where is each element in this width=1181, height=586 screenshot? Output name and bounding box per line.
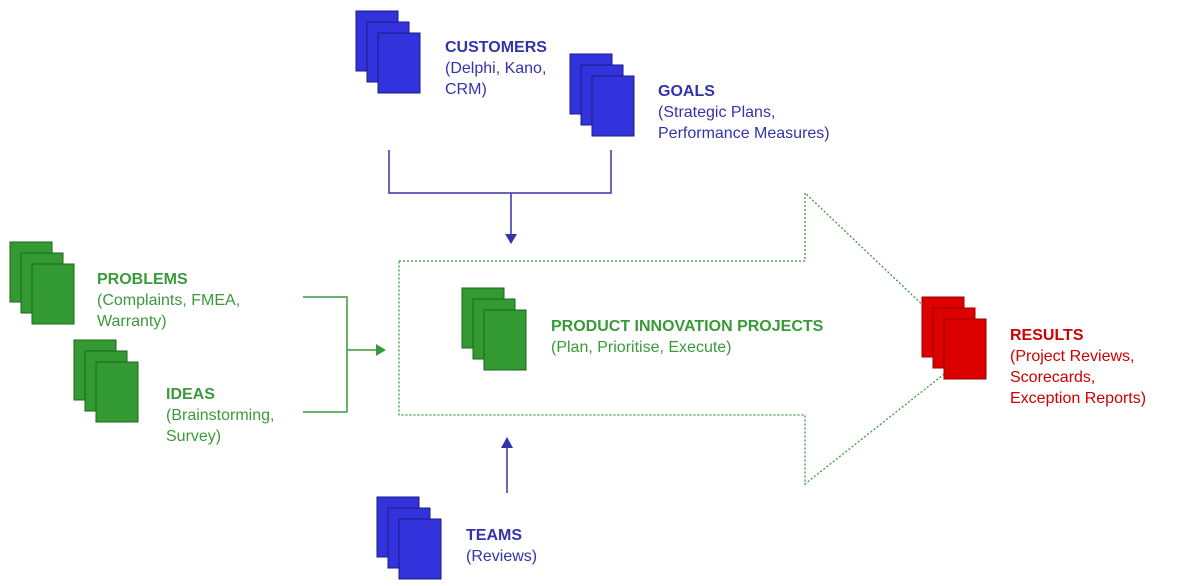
problems-document-sheet <box>31 263 75 325</box>
ideas-line-1: (Brainstorming, <box>166 407 275 424</box>
ideas-label: IDEAS (Brainstorming, Survey) <box>166 384 274 447</box>
goals-document-stack-icon <box>569 53 635 137</box>
teams-line-1: (Reviews) <box>466 548 538 565</box>
problems-document-stack-icon <box>9 241 75 325</box>
projects-line-1: (Plan, Prioritise, Execute) <box>551 339 732 356</box>
problems-line-1: (Complaints, FMEA, <box>97 292 241 309</box>
top-connector <box>388 150 612 236</box>
projects-label: PRODUCT INNOVATION PROJECTS (Plan, Prior… <box>551 316 823 358</box>
goals-label: GOALS (Strategic Plans, Performance Meas… <box>658 81 830 144</box>
goals-line-1: (Strategic Plans, <box>658 104 776 121</box>
projects-document-sheet <box>483 309 527 371</box>
results-line-3: Exception Reports) <box>1010 390 1147 407</box>
ideas-title: IDEAS <box>166 386 215 403</box>
results-line-2: Scorecards, <box>1010 369 1096 386</box>
goals-line-2: Performance Measures) <box>658 125 830 142</box>
results-line-1: (Project Reviews, <box>1010 348 1135 365</box>
goals-title: GOALS <box>658 83 715 100</box>
results-label: RESULTS (Project Reviews, Scorecards, Ex… <box>1010 325 1146 409</box>
ideas-document-sheet <box>95 361 139 423</box>
ideas-document-stack-icon <box>73 339 139 423</box>
teams-document-stack-icon <box>376 496 442 580</box>
projects-document-stack-icon <box>461 287 527 371</box>
customers-line-1: (Delphi, Kano, <box>445 60 547 77</box>
results-title: RESULTS <box>1010 327 1084 344</box>
problems-line-2: Warranty) <box>97 313 167 330</box>
problems-label: PROBLEMS (Complaints, FMEA, Warranty) <box>97 269 240 332</box>
projects-title: PRODUCT INNOVATION PROJECTS <box>551 318 824 335</box>
problems-title: PROBLEMS <box>97 271 188 288</box>
teams-title: TEAMS <box>466 527 522 544</box>
goals-document-sheet <box>591 75 635 137</box>
results-document-stack-icon <box>921 296 987 380</box>
customers-line-2: CRM) <box>445 81 487 98</box>
teams-label: TEAMS (Reviews) <box>466 525 537 567</box>
left-connector <box>303 296 378 413</box>
customers-label: CUSTOMERS (Delphi, Kano, CRM) <box>445 37 547 100</box>
bottom-connector-arrowhead <box>501 437 513 448</box>
customers-document-sheet <box>377 32 421 94</box>
results-document-sheet <box>943 318 987 380</box>
top-connector-arrowhead <box>505 234 517 244</box>
big-dotted-arrow <box>398 191 973 486</box>
customers-document-stack-icon <box>355 10 421 94</box>
left-connector-arrowhead <box>376 344 386 356</box>
ideas-line-2: Survey) <box>166 428 222 445</box>
teams-document-sheet <box>398 518 442 580</box>
customers-title: CUSTOMERS <box>445 39 547 56</box>
